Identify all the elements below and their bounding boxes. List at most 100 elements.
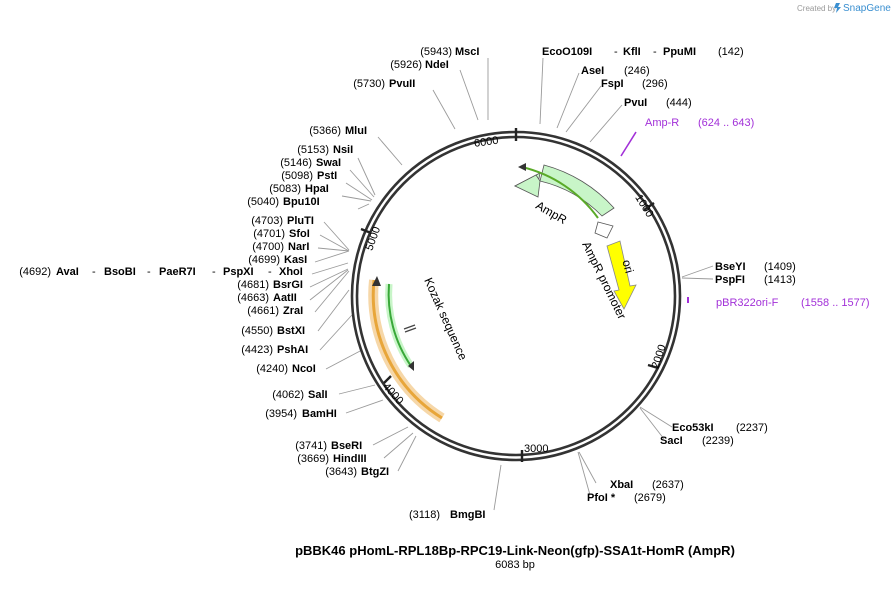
site-pvuii-pos: (5730) bbox=[353, 78, 385, 90]
site-kasi-pos: (4699) bbox=[248, 254, 280, 266]
ampr-promoter-box bbox=[594, 221, 614, 239]
site-kasi: KasI bbox=[284, 254, 307, 266]
site-zrai-pos: (4661) bbox=[247, 305, 279, 317]
primer-mark-amp-r bbox=[620, 131, 637, 157]
site-multi-sep-4: - bbox=[268, 266, 272, 278]
site-hindiii: HindIII bbox=[333, 453, 367, 465]
site-bsrgi: BsrGI bbox=[273, 279, 303, 291]
site-fspi-pos: (296) bbox=[642, 78, 668, 90]
site-aatii: AatII bbox=[273, 292, 297, 304]
site-asei: AseI bbox=[581, 65, 604, 77]
site-pvui-pos: (444) bbox=[666, 97, 692, 109]
site-fspi: FspI bbox=[601, 78, 624, 90]
site-bsobi: BsoBI bbox=[104, 266, 136, 278]
site-msci: MscI bbox=[455, 46, 479, 58]
site-bmgbi-pos: (3118) bbox=[409, 509, 440, 521]
site-bamhi-pos: (3954) bbox=[265, 408, 297, 420]
ori-feature-arrow[interactable] bbox=[606, 240, 637, 310]
green-region-head bbox=[408, 361, 414, 371]
site-sali: SalI bbox=[308, 389, 328, 401]
site-nsii: NsiI bbox=[333, 144, 353, 156]
site-zrai: ZraI bbox=[283, 305, 303, 317]
site-bstxi-pos: (4550) bbox=[241, 325, 273, 337]
site-mlui: MluI bbox=[345, 125, 367, 137]
map-size: 6083 bp bbox=[495, 559, 535, 571]
site-psti-pos: (5098) bbox=[281, 170, 313, 182]
site-bpu10i-pos: (5040) bbox=[247, 196, 279, 208]
site-hpai-pos: (5083) bbox=[269, 183, 301, 195]
site-paer7i: PaeR7I bbox=[159, 266, 196, 278]
site-pspfi: PspFI bbox=[715, 274, 745, 286]
site-xbai-pos: (2637) bbox=[652, 479, 684, 491]
primer-ori-f: pBR322ori-F bbox=[716, 297, 779, 309]
site-multi-sep-3: - bbox=[212, 266, 216, 278]
site-mlui-pos: (5366) bbox=[309, 125, 341, 137]
site-ndei-pos: (5926) bbox=[390, 59, 422, 71]
site-saci: SacI bbox=[660, 435, 683, 447]
site-ndei: NdeI bbox=[425, 59, 449, 71]
kozak-label: Kozak sequence bbox=[421, 276, 470, 363]
site-nsii-pos: (5153) bbox=[297, 144, 329, 156]
site-saci-pos: (2239) bbox=[702, 435, 734, 447]
site-swai-pos: (5146) bbox=[280, 157, 312, 169]
site-nari: NarI bbox=[288, 241, 309, 253]
site-ncoi-pos: (4240) bbox=[256, 363, 288, 375]
ampr-overlay-head bbox=[518, 163, 526, 171]
site-sfoi: SfoI bbox=[289, 228, 310, 240]
site-bstxi: BstXI bbox=[277, 325, 305, 337]
site-xhoi: XhoI bbox=[279, 266, 303, 278]
site-hpai: HpaI bbox=[305, 183, 329, 195]
kozak-mark-1 bbox=[403, 324, 416, 330]
primer-ori-f-range: (1558 .. 1577) bbox=[801, 297, 870, 309]
site-psti: PstI bbox=[317, 170, 337, 182]
site-btgzi-pos: (3643) bbox=[325, 466, 357, 478]
site-msci-pos: (5943) bbox=[420, 46, 452, 58]
site-pfoi: PfoI * bbox=[587, 492, 616, 504]
site-leader-lines bbox=[309, 57, 714, 511]
site-sep-2: - bbox=[653, 46, 657, 58]
site-sfoi-pos: (4701) bbox=[253, 228, 285, 240]
site-eco53ki: Eco53kI bbox=[672, 422, 714, 434]
site-pluti: PluTI bbox=[287, 215, 314, 227]
tick-label-2000: 2000 bbox=[650, 343, 669, 370]
site-ppumi: PpuMI bbox=[663, 46, 696, 58]
orange-region-line bbox=[371, 279, 443, 420]
site-pfoi-pos: (2679) bbox=[634, 492, 666, 504]
site-hindiii-pos: (3669) bbox=[297, 453, 329, 465]
site-pshai-pos: (4423) bbox=[241, 344, 273, 356]
site-multi-sep-1: - bbox=[92, 266, 96, 278]
site-pvui: PvuI bbox=[624, 97, 647, 109]
kozak-mark-2 bbox=[404, 327, 417, 333]
site-bseri: BseRI bbox=[331, 440, 362, 452]
ampr-arrow-head bbox=[514, 174, 541, 198]
brand-text: SnapGene bbox=[843, 3, 891, 14]
tick-label-6000: 6000 bbox=[473, 135, 499, 150]
credit-text: Created by bbox=[797, 4, 836, 13]
site-bsrgi-pos: (4681) bbox=[237, 279, 269, 291]
tick-label-3000: 3000 bbox=[524, 443, 548, 455]
site-bamhi: BamHI bbox=[302, 408, 337, 420]
site-nari-pos: (4700) bbox=[252, 241, 284, 253]
primer-amp-r-range: (624 .. 643) bbox=[698, 117, 754, 129]
site-pvuii: PvuII bbox=[389, 78, 415, 90]
site-kfli: KflI bbox=[623, 46, 641, 58]
site-sali-pos: (4062) bbox=[272, 389, 304, 401]
site-pspfi-pos: (1413) bbox=[764, 274, 796, 286]
ori-label: ori bbox=[619, 258, 636, 275]
green-region-line bbox=[387, 283, 412, 367]
site-ncoi: NcoI bbox=[292, 363, 316, 375]
site-pos-top: (142) bbox=[718, 46, 744, 58]
tick-marks bbox=[360, 128, 659, 462]
site-bseyi: BseYI bbox=[715, 261, 746, 273]
site-pshai: PshAI bbox=[277, 344, 308, 356]
site-aatii-pos: (4663) bbox=[237, 292, 269, 304]
site-multi-sep-2: - bbox=[147, 266, 151, 278]
site-sep-1: - bbox=[614, 46, 618, 58]
site-multi-pos: (4692) bbox=[19, 266, 51, 278]
site-ecoo109i: EcoO109I bbox=[542, 46, 592, 58]
site-pspxi: PspXI bbox=[223, 266, 254, 278]
ampr-overlay-arc bbox=[521, 166, 599, 219]
left-site-labels: (5943) MscI (5926) NdeI (5730) PvuII (53… bbox=[19, 46, 479, 478]
site-swai: SwaI bbox=[316, 157, 341, 169]
